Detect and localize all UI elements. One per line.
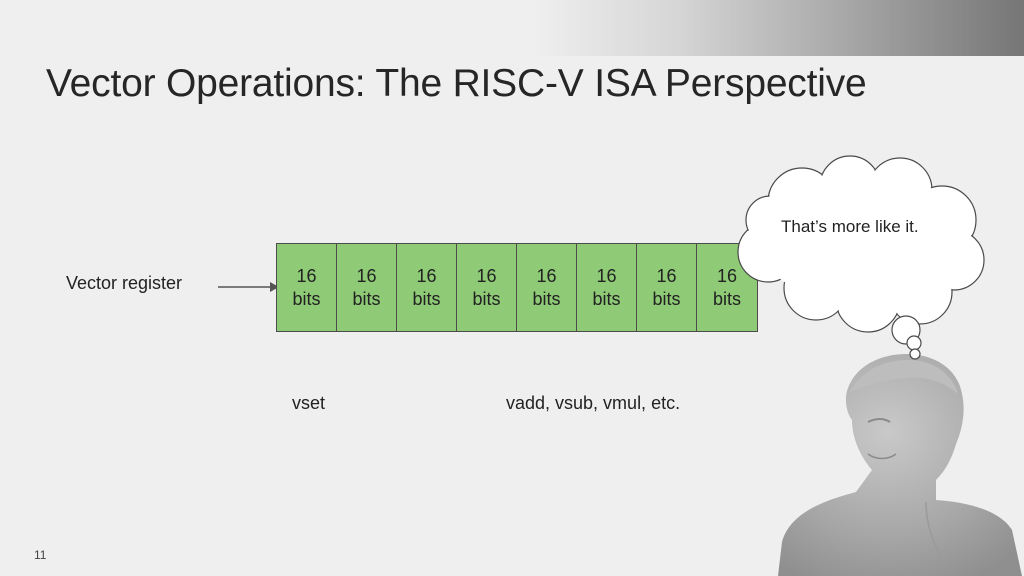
cell-unit: bits [712, 288, 741, 309]
arrow-icon [218, 282, 279, 292]
thought-cloud-icon [737, 155, 985, 360]
cell-size: 16 [536, 265, 557, 286]
cell-unit: bits [592, 288, 621, 309]
cell-unit: bits [472, 288, 501, 309]
cell-unit: bits [532, 288, 561, 309]
statue-bust-icon [778, 354, 1022, 576]
cell-unit: bits [352, 288, 381, 309]
header-gradient-band [0, 0, 1024, 56]
instruction-vset: vset [292, 393, 326, 413]
cell-size: 16 [476, 265, 497, 286]
cell-size: 16 [356, 265, 377, 286]
cell-size: 16 [596, 265, 617, 286]
cell-size: 16 [416, 265, 437, 286]
cell-unit: bits [412, 288, 441, 309]
cell-size: 16 [296, 265, 317, 286]
instruction-arith: vadd, vsub, vmul, etc. [506, 393, 681, 413]
cell-unit: bits [652, 288, 681, 309]
cell-size: 16 [716, 265, 738, 286]
slide-title: Vector Operations: The RISC-V ISA Perspe… [46, 62, 867, 105]
thought-text: That’s more like it. [781, 217, 919, 236]
vector-register-label: Vector register [66, 273, 183, 293]
page-number: 11 [34, 548, 47, 562]
cell-size: 16 [656, 265, 677, 286]
cell-unit: bits [292, 288, 321, 309]
